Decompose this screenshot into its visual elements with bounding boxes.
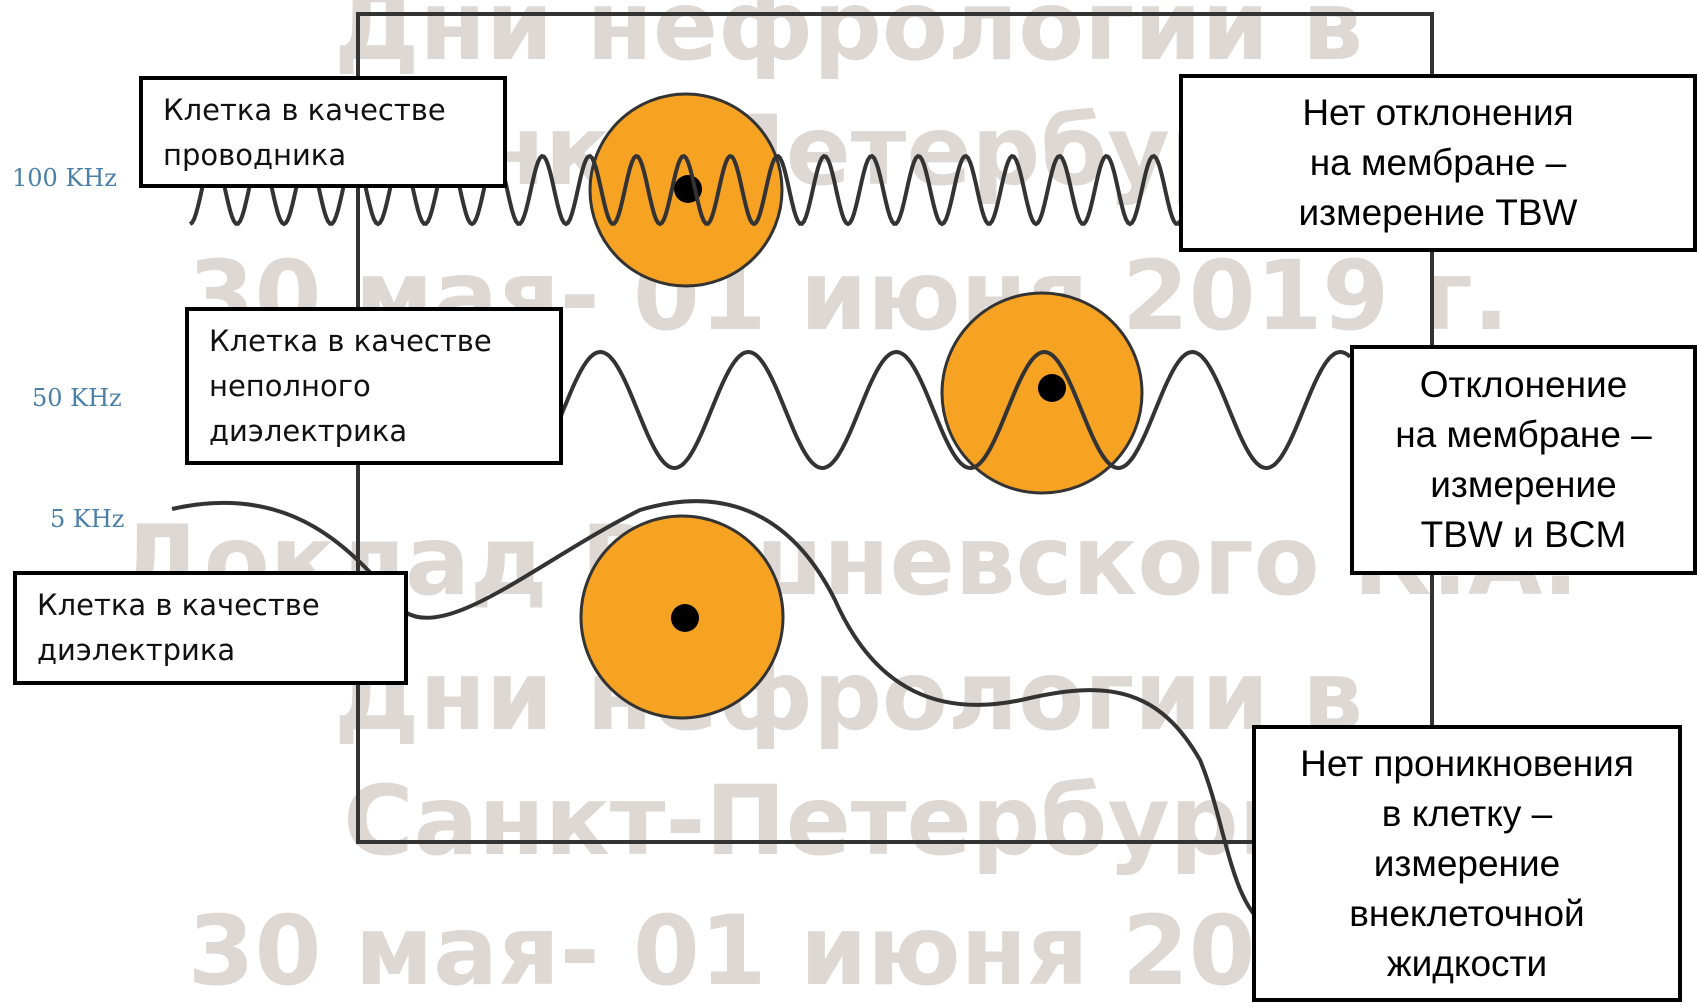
frequency-label-100: 100 KHz bbox=[12, 164, 117, 192]
label-no-membrane-deviation: Нет отклонения на мембране – измерение T… bbox=[1179, 74, 1697, 252]
label-cell-conductor: Клетка в качестве проводника bbox=[139, 76, 507, 188]
label-membrane-deviation: Отклонение на мембране – измерение TBW и… bbox=[1350, 345, 1697, 575]
frequency-label-50: 50 KHz bbox=[32, 384, 122, 412]
label-cell-dielectric: Клетка в качестве диэлектрика bbox=[13, 571, 408, 685]
cell-top bbox=[590, 94, 782, 286]
cell-nucleus bbox=[1038, 374, 1066, 402]
frequency-label-5: 5 KHz bbox=[50, 505, 124, 533]
cell-nucleus bbox=[671, 604, 699, 632]
label-cell-partial-dielectric: Клетка в качестве неполного диэлектрика bbox=[185, 307, 563, 465]
label-no-cell-penetration: Нет проникновения в клетку – измерение в… bbox=[1252, 725, 1682, 1002]
cell-middle bbox=[942, 293, 1142, 493]
cell-bottom bbox=[581, 516, 783, 718]
